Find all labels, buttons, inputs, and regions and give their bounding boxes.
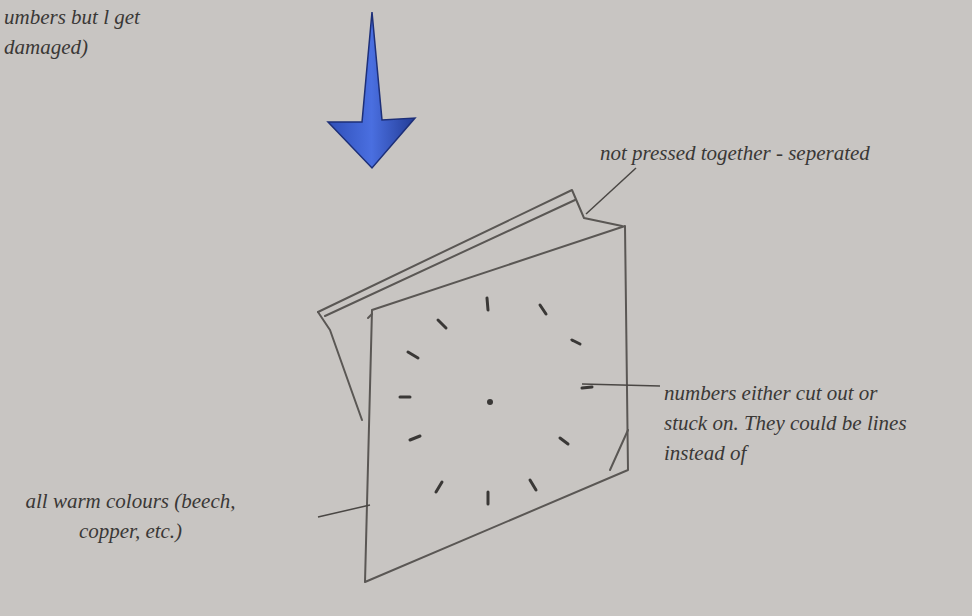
annotation-note: all warm colours (beech, copper, etc.) — [18, 486, 243, 546]
annotation-note: umbers but l get damaged) — [4, 2, 154, 62]
annotation-note: numbers either cut out or stuck on. They… — [664, 378, 909, 468]
clock-panels — [318, 190, 628, 582]
leader-lines — [318, 168, 660, 517]
annotation-note: not pressed together - seperated — [600, 138, 945, 168]
clock-centre — [487, 399, 493, 405]
clock-ticks — [400, 298, 592, 504]
down-arrow — [328, 12, 415, 168]
